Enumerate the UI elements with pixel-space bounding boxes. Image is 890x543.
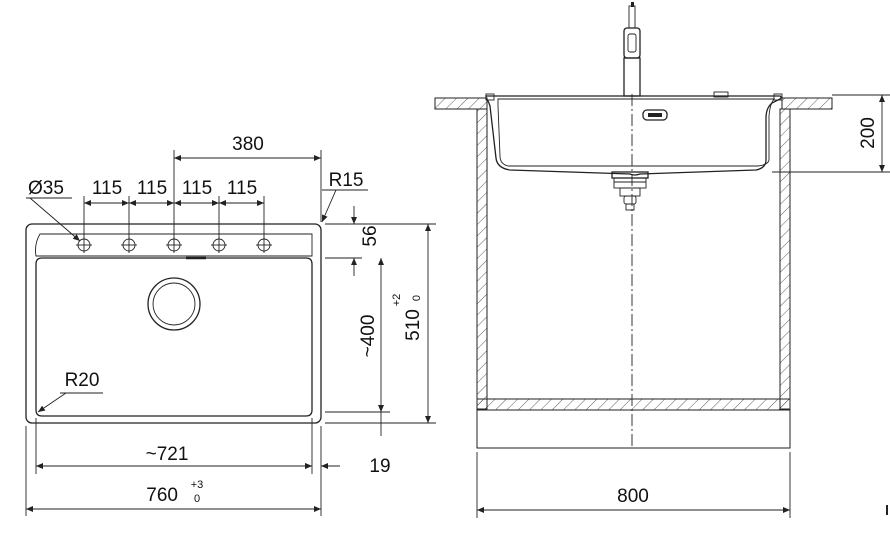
dim-115-label: 115 xyxy=(137,178,167,199)
tap-hole xyxy=(121,237,137,253)
overflow-slot xyxy=(642,109,668,121)
dim-400-label: ~400 xyxy=(358,315,379,358)
tap-hole xyxy=(211,237,227,253)
dim-r20-label: R20 xyxy=(65,370,100,391)
dim-115-label: 115 xyxy=(182,178,212,199)
faucet xyxy=(623,2,641,97)
drain-outer xyxy=(147,277,201,331)
dim-380-label: 380 xyxy=(232,134,264,155)
dim-721-label: ~721 xyxy=(146,444,189,465)
dim-56-label: 56 xyxy=(360,225,381,246)
r15-leader xyxy=(321,189,337,223)
cabinet-plinth xyxy=(476,409,791,449)
drain-inner xyxy=(152,282,196,326)
tap-hole xyxy=(76,237,92,253)
dim-510-tol-upper: +2 xyxy=(391,294,403,307)
sink-outline xyxy=(25,223,322,424)
dim-diameter-label: Ø35 xyxy=(28,178,64,199)
side-view: 200 800 xyxy=(434,2,890,518)
sink-bowl xyxy=(35,257,313,417)
tap-ledge xyxy=(35,233,313,257)
dim-760-tol-lower: 0 xyxy=(194,493,200,505)
dim-115-label: 115 xyxy=(92,178,122,199)
top-view: 380 115 115 115 115 Ø35 R15 56 ~400 xyxy=(25,134,436,516)
sink-profile xyxy=(485,95,782,176)
dim-200-label: 200 xyxy=(858,117,879,149)
tap-hole xyxy=(256,237,272,253)
dim-510-label: 510 xyxy=(403,309,424,341)
dim-r15-label: R15 xyxy=(329,170,364,191)
dia-leader xyxy=(29,197,81,242)
dim-760-label: 760 xyxy=(146,485,178,506)
dim-800-label: 800 xyxy=(617,486,649,507)
sink-profile-inner xyxy=(497,98,775,167)
drain-assembly xyxy=(611,171,649,211)
cabinet-wall-left xyxy=(476,108,488,410)
cabinet-wall-right xyxy=(779,108,791,410)
dim-510-tol-lower: 0 xyxy=(411,295,423,301)
r20-leader xyxy=(37,392,67,413)
cabinet-floor xyxy=(476,398,791,411)
dim-115-label: 115 xyxy=(227,178,257,199)
countertop-left xyxy=(434,97,488,110)
dim-760-tol-upper: +3 xyxy=(191,479,204,491)
dim-19-label: 19 xyxy=(369,456,390,477)
countertop-right xyxy=(781,97,833,110)
